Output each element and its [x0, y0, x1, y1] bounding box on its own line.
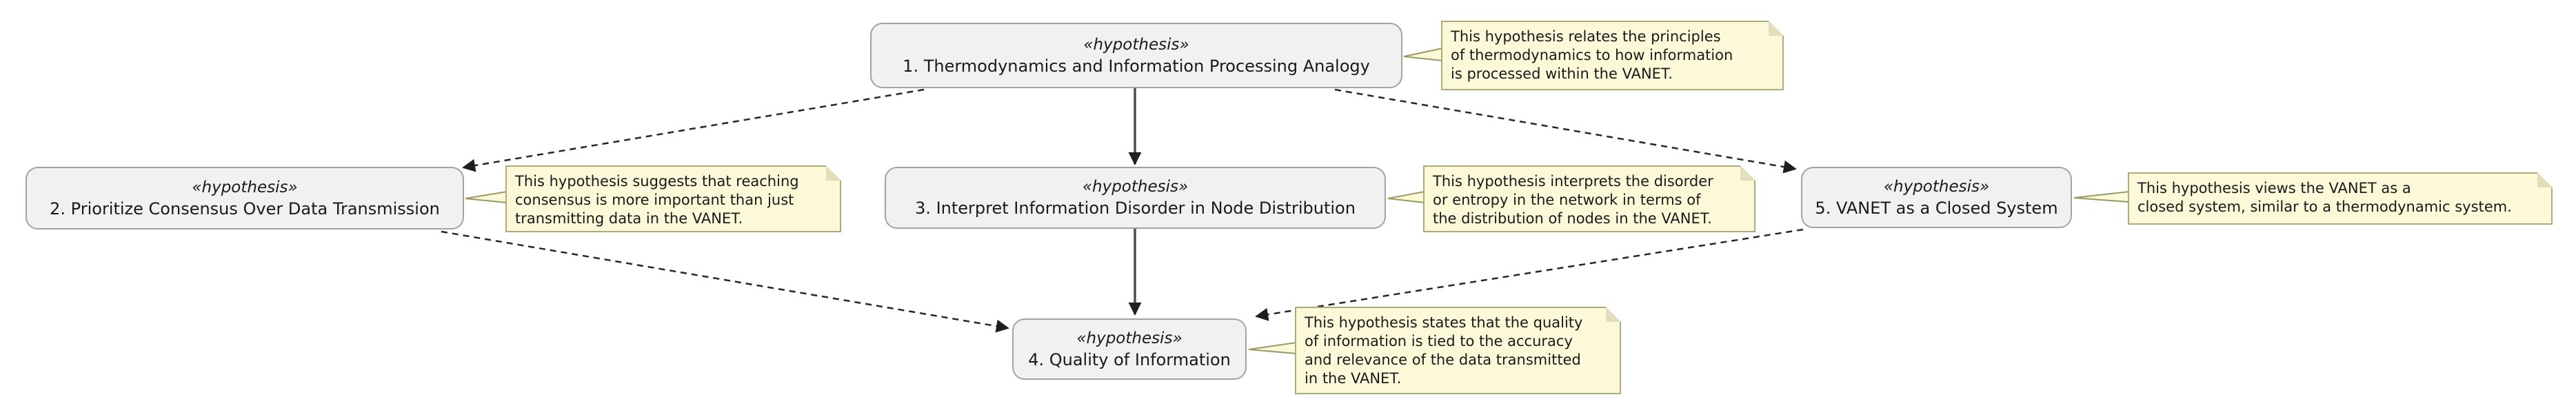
edge-1-5-arrow — [1334, 88, 1797, 174]
node-5-stereotype: «hypothesis» — [1883, 177, 1990, 196]
node-2-title: 2. Prioritize Consensus Over Data Transm… — [50, 199, 440, 218]
node-1-stereotype: «hypothesis» — [1083, 35, 1189, 54]
note-connector-5 — [2073, 190, 2130, 203]
note-4: This hypothesis states that the quality … — [1295, 307, 1621, 394]
note-3: This hypothesis interprets the disorder … — [1423, 165, 1755, 232]
note-connector-2 — [465, 190, 507, 204]
note-1-text: This hypothesis relates the principles o… — [1451, 28, 1733, 82]
hypothesis-node-4: «hypothesis» 4. Quality of Information — [1012, 318, 1247, 380]
note-2: This hypothesis suggests that reaching c… — [505, 165, 841, 232]
edge-2-4-arrow — [441, 230, 1009, 333]
note-5: This hypothesis views the VANET as a clo… — [2128, 172, 2553, 225]
hypothesis-node-5: «hypothesis» 5. VANET as a Closed System — [1801, 167, 2072, 228]
node-3-title: 3. Interpret Information Disorder in Nod… — [915, 199, 1356, 218]
edge-1-2-arrow — [462, 88, 925, 172]
note-connector-1 — [1403, 47, 1443, 62]
note-5-text: This hypothesis views the VANET as a clo… — [2137, 180, 2512, 215]
hypothesis-node-3: «hypothesis» 3. Interpret Information Di… — [885, 167, 1386, 229]
node-1-title: 1. Thermodynamics and Information Proces… — [903, 56, 1370, 76]
node-3-stereotype: «hypothesis» — [1082, 178, 1189, 196]
hypothesis-node-2: «hypothesis» 2. Prioritize Consensus Ove… — [26, 167, 464, 230]
node-4-title: 4. Quality of Information — [1028, 349, 1231, 369]
node-2-stereotype: «hypothesis» — [192, 178, 298, 196]
note-3-text: This hypothesis interprets the disorder … — [1433, 173, 1713, 227]
note-1: This hypothesis relates the principles o… — [1441, 21, 1784, 90]
hypothesis-node-1: «hypothesis» 1. Thermodynamics and Infor… — [870, 23, 1402, 88]
note-4-text: This hypothesis states that the quality … — [1305, 314, 1583, 387]
note-2-text: This hypothesis suggests that reaching c… — [515, 173, 799, 227]
note-connector-4 — [1248, 341, 1297, 355]
note-connector-3 — [1387, 190, 1425, 204]
node-5-title: 5. VANET as a Closed System — [1815, 198, 2058, 218]
edge-5-4-arrow — [1255, 228, 1804, 321]
node-4-stereotype: «hypothesis» — [1076, 329, 1183, 347]
